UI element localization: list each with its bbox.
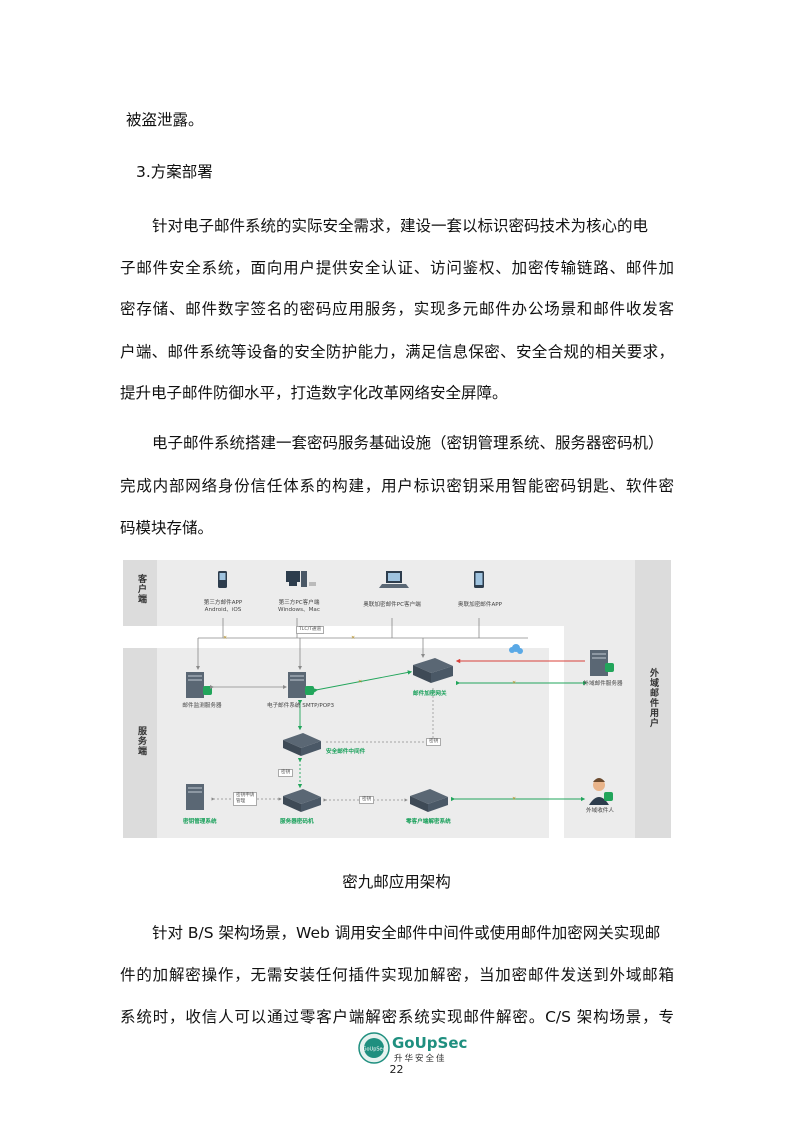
client-zone-label: 客户端: [136, 574, 146, 604]
gateway-label: 邮件加密网关: [413, 691, 447, 697]
monitor-server-label: 邮件监测服务器: [182, 703, 222, 709]
key-management-server-icon: [186, 784, 204, 810]
architecture-diagram: 客户端 服务端 外域邮件用户: [123, 560, 671, 838]
zero-client-decrypt-icon: [410, 789, 448, 812]
key-tag: 密钥: [426, 738, 442, 746]
para2-line: 电子邮件系统搭建一套密码服务基础设施（密钥管理系统、服务器密码机）: [152, 434, 664, 452]
link-marker: ✕: [358, 679, 363, 685]
client-label-third-party-pc: 第三方PC客户端 Windows、Mac: [278, 600, 320, 613]
key-tag: 密钥: [359, 796, 375, 804]
section-heading: 3.方案部署: [136, 163, 213, 181]
para2-line: 码模块存储。: [120, 519, 214, 537]
text-line-top: 被盗泄露。: [126, 111, 204, 129]
encryption-gateway-icon: [413, 658, 453, 683]
link-marker: ✕: [223, 635, 228, 641]
goupsec-logo: GoUpSec: [358, 1032, 390, 1064]
external-recipient-icon: [589, 778, 613, 805]
kms-hsm-tag: 密钥申请 管理: [233, 792, 258, 806]
phone-icon: [218, 571, 227, 588]
svg-text:GoUpSec: GoUpSec: [363, 1047, 386, 1053]
cloud-icon: [509, 644, 523, 654]
mail-server-icon: [288, 672, 314, 698]
zero-client-label: 零客户端解密系统: [406, 819, 451, 825]
external-zone: [564, 560, 635, 838]
client-zone-strip: [123, 560, 157, 626]
external-zone-strip: [635, 560, 671, 838]
laptop-icon: [379, 571, 409, 588]
desktop-pc-icon: [286, 571, 316, 587]
link-marker: ✕: [512, 680, 517, 686]
tls-channel-tag: TLC/T通道: [296, 626, 325, 634]
kms-label: 密钥管理系统: [183, 819, 217, 825]
para1-line: 密存储、邮件数字签名的密码应用服务，实现多元邮件办公场景和邮件收发客: [120, 300, 674, 318]
para1-line: 针对电子邮件系统的实际安全需求，建设一套以标识密码技术为核心的电: [152, 217, 649, 235]
para2-line: 完成内部网络身份信任体系的构建，用户标识密钥采用智能密码钥匙、软件密: [120, 477, 674, 495]
external-zone-label: 外域邮件用户: [648, 668, 658, 728]
middleware-label: 安全邮件中间件: [326, 749, 366, 755]
monitor-server-icon: [186, 672, 212, 698]
brand-name: GoUpSec: [392, 1034, 468, 1052]
para1-line: 户端、邮件系统等设备的安全防护能力，满足信息保密、安全合规的相关要求，: [120, 343, 674, 361]
para3-line: 件的加解密操作，无需安装任何插件实现加解密，当加密邮件发送到外域邮箱: [120, 966, 674, 984]
link-marker: ✕: [351, 635, 356, 641]
diagram-graphics: [186, 571, 614, 812]
external-recipient-label: 外域收件人: [586, 808, 614, 814]
para3-line: 针对 B/S 架构场景，Web 调用安全邮件中间件或使用邮件加密网关实现邮: [152, 924, 661, 942]
key-tag: 密钥: [278, 769, 294, 777]
para3-line: 系统时，收信人可以通过零客户端解密系统实现邮件解密。C/S 架构场景，专: [120, 1008, 674, 1026]
link-marker: ✕: [512, 796, 517, 802]
figure-caption: 密九邮应用架构: [342, 873, 451, 891]
client-zone: [157, 560, 577, 626]
page-number: 22: [389, 1063, 404, 1076]
client-label-aolian-app: 奥联加密邮件APP: [457, 602, 503, 608]
external-server-label: 外域邮件服务器: [583, 681, 623, 687]
secure-mail-middleware-icon: [283, 733, 321, 756]
brand-subtitle: 升华安全佳: [394, 1054, 447, 1064]
client-label-aolian-pc: 奥联加密邮件PC客户端: [363, 602, 421, 608]
tablet-icon: [474, 571, 484, 588]
server-zone-label: 服务端: [136, 726, 146, 756]
mail-system-label: 电子邮件系统 SMTP/POP3: [266, 703, 335, 709]
client-label-third-party-app: 第三方邮件APP Android、iOS: [203, 600, 243, 613]
server-zone-strip: [123, 648, 157, 838]
para1-line: 提升电子邮件防御水平，打造数字化改革网络安全屏障。: [120, 384, 508, 402]
server-crypto-machine-icon: [283, 789, 321, 812]
hsm-label: 服务器密码机: [280, 819, 314, 825]
external-mail-server-icon: [590, 650, 614, 676]
para1-line: 子邮件安全系统，面向用户提供安全认证、访问鉴权、加密传输链路、邮件加: [120, 259, 674, 277]
